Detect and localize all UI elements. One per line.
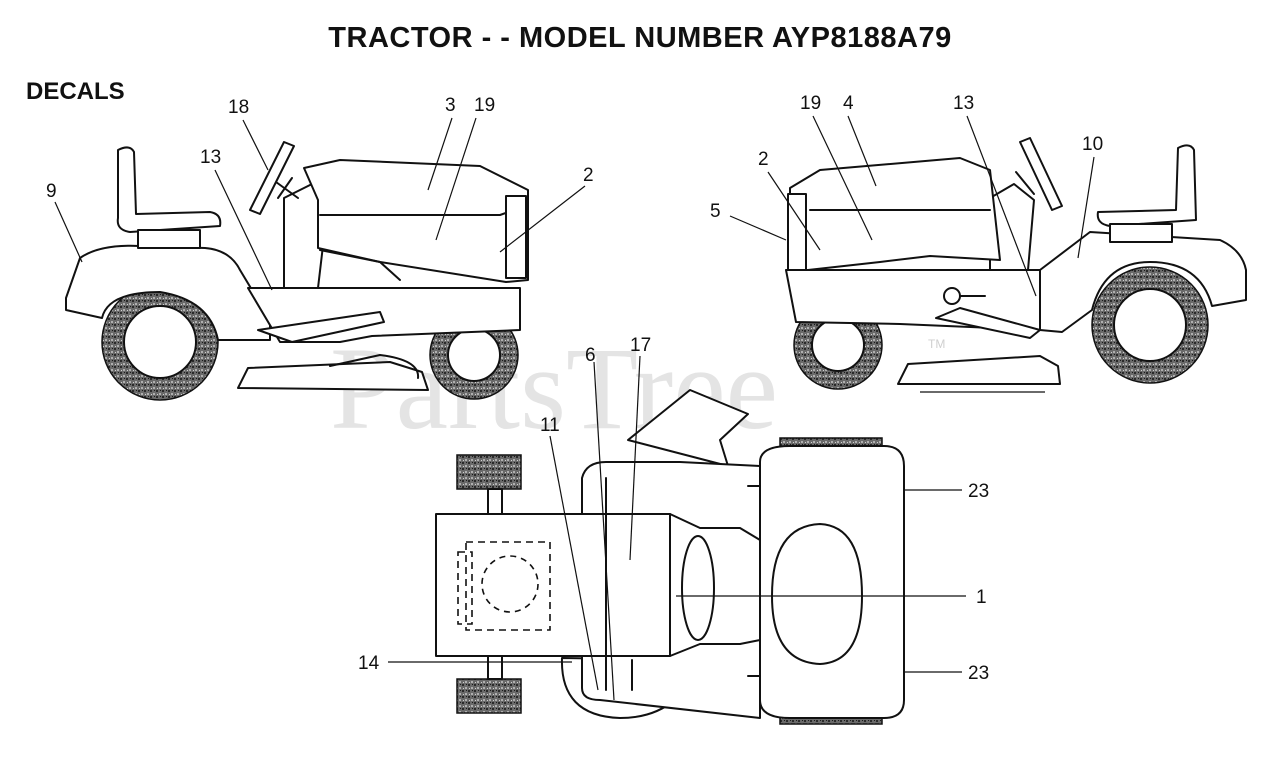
rear-hub [123, 305, 197, 379]
leader-2-left [499, 185, 586, 253]
callout-17: 17 [630, 335, 651, 356]
leader-4 [847, 115, 877, 187]
steering-wheel-right [1019, 137, 1063, 211]
grille [505, 195, 527, 279]
rear-tire-top-right [456, 678, 522, 714]
tractor-left-side-view [65, 141, 529, 401]
steering-column-right [1015, 171, 1035, 195]
steering-wheel-top [681, 535, 715, 641]
seat-right [1096, 144, 1197, 227]
hood-bottom-line [319, 249, 401, 281]
footrest [257, 311, 385, 343]
steering-wheel [249, 141, 295, 215]
callout-13-left: 13 [200, 147, 221, 168]
axle-top-1 [487, 488, 503, 516]
callout-2-left: 2 [583, 165, 594, 186]
callout-labels: 18 3 19 13 2 9 19 4 13 2 10 5 6 17 11 23… [46, 93, 1103, 684]
tractor-top-view [435, 389, 905, 725]
mower-deck [237, 361, 429, 391]
rear-deck-top [435, 513, 671, 657]
seat-edge-dashed [457, 551, 473, 625]
seat [116, 146, 222, 233]
leader-5 [729, 215, 787, 241]
seat-outline-dashed [465, 541, 551, 631]
callout-5: 5 [710, 201, 721, 222]
leader-17 [629, 355, 641, 561]
callout-13-right: 13 [953, 93, 974, 114]
hood-ornament [771, 523, 863, 665]
leader-3 [427, 117, 453, 191]
hood-right [789, 157, 1001, 271]
front-hub-right [811, 318, 865, 372]
mower-deck-right [897, 355, 1061, 385]
grille-right [787, 193, 807, 271]
rear-hub-right [1113, 288, 1187, 362]
leader-9 [54, 201, 83, 263]
leader-6 [593, 361, 615, 701]
callout-10: 10 [1082, 134, 1103, 155]
deck-chute [329, 354, 420, 379]
callout-9: 9 [46, 181, 57, 202]
leader-19-right [812, 115, 873, 241]
seat-circle-dashed [481, 555, 539, 613]
callout-3: 3 [445, 95, 456, 116]
rear-tire-top-left [456, 454, 522, 490]
leader-13-right [966, 115, 1037, 297]
callout-4: 4 [843, 93, 854, 114]
rear-fender [65, 244, 271, 341]
seat-base [137, 229, 201, 249]
callout-11: 11 [540, 415, 560, 436]
page-title: TRACTOR - - MODEL NUMBER AYP8188A79 [328, 22, 952, 54]
leader-10 [1077, 156, 1095, 259]
leader-2-right [767, 171, 821, 251]
callout-18: 18 [228, 97, 249, 118]
rear-fender-right [1039, 231, 1247, 333]
tractor-right-side-view [785, 137, 1247, 393]
leader-19-left [435, 117, 477, 241]
callout-1: 1 [976, 587, 987, 608]
callout-6: 6 [585, 345, 596, 366]
leader-lines [54, 115, 1095, 701]
seat-base-right [1109, 223, 1173, 243]
leader-11 [549, 435, 599, 691]
axle-top-2 [487, 654, 503, 680]
discharge-chute [627, 389, 749, 467]
front-hub [447, 328, 501, 382]
section-label: DECALS [26, 78, 125, 105]
callout-23-top: 23 [968, 481, 989, 502]
callout-19-left: 19 [474, 95, 495, 116]
trademark: TM [928, 337, 945, 351]
hood-hinges [747, 485, 761, 677]
leader-18 [242, 119, 269, 171]
callout-23-bottom: 23 [968, 663, 989, 684]
leader-13-left [214, 169, 273, 291]
side-lines-top [605, 477, 633, 691]
lever-knob-right [943, 287, 961, 305]
hood [303, 159, 529, 283]
steering-column [275, 177, 299, 199]
callout-2-right: 2 [758, 149, 769, 170]
callout-19-right: 19 [800, 93, 821, 114]
callout-14: 14 [358, 653, 380, 674]
